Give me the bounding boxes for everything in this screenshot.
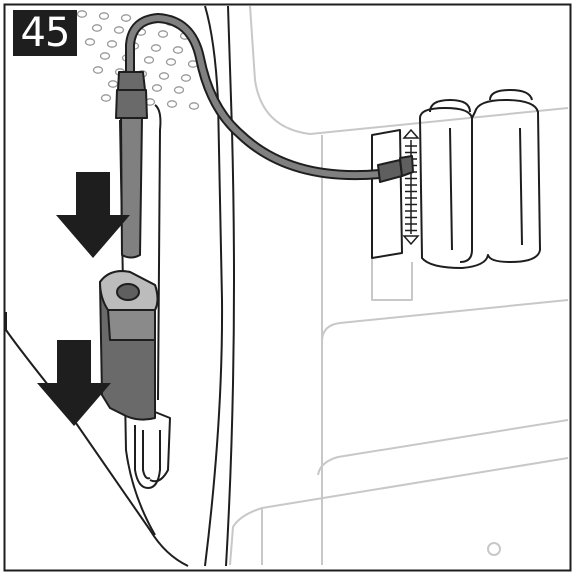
grille-hole [166,100,178,108]
grille-hole [172,46,184,54]
down-arrow-icon [56,172,130,258]
grille-hole [120,14,132,22]
grille-hole [84,38,96,46]
grille-hole [150,44,162,52]
water-level-scale [405,140,417,234]
image-frame [3,3,572,572]
grille-hole [188,102,200,110]
grille-hole [165,58,177,66]
hose-connector-body [99,270,159,421]
water-tank [371,89,541,269]
grille-hole [91,24,103,32]
level-max-marker [402,128,420,139]
grille-hole [180,74,192,82]
grille-hole [158,72,170,80]
grille-hole [173,86,185,94]
step-number-badge: 45 [13,10,77,56]
grille-hole [113,26,125,34]
water-hose [125,12,385,181]
down-arrow-icon [37,340,111,426]
grille-hole [151,84,163,92]
grille-hole [76,10,88,18]
grille-hole [98,12,110,20]
connector-clip [134,425,161,489]
grille-hole [99,52,111,60]
grille-hole [143,56,155,64]
hose-tank-connector [377,155,414,183]
grille-hole [107,80,119,88]
grille-hole [100,94,112,102]
level-min-marker [402,235,420,246]
hose-fitting [115,71,148,259]
grille-hole [92,66,104,74]
grille-hole [106,40,118,48]
grille-hole [157,30,169,38]
